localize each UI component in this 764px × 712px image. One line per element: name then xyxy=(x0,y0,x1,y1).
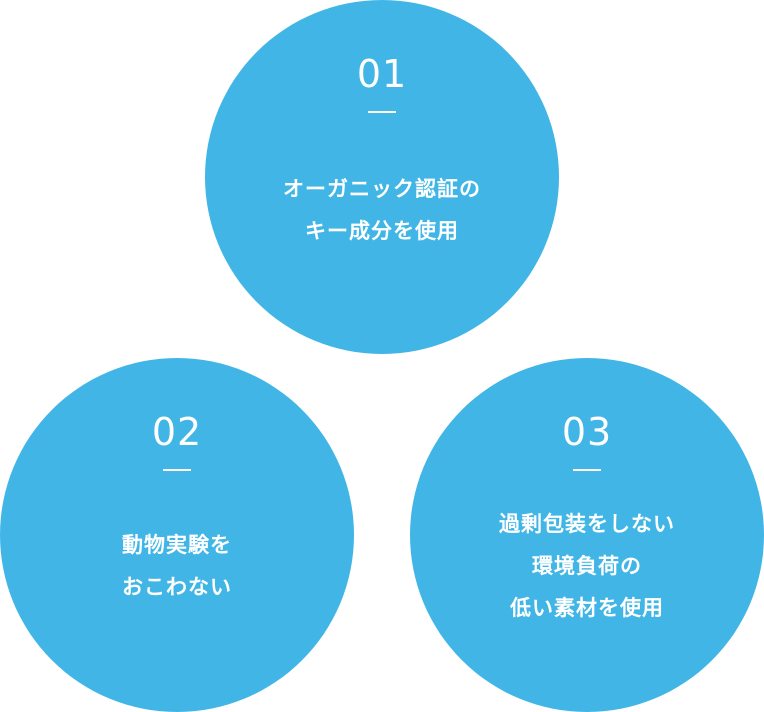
feature-text: 動物実験を おこわない xyxy=(0,524,354,608)
divider xyxy=(368,111,396,113)
divider xyxy=(573,469,601,471)
divider xyxy=(163,469,191,471)
feature-circle-01: 01 オーガニック認証の キー成分を使用 xyxy=(205,0,559,354)
feature-line: 環境負荷の xyxy=(532,554,642,578)
feature-circle-02: 02 動物実験を おこわない xyxy=(0,358,354,712)
feature-circle-03: 03 過剰包装をしない 環境負荷の 低い素材を使用 xyxy=(410,358,764,712)
feature-line: 過剰包装をしない xyxy=(499,512,675,536)
feature-number: 01 xyxy=(356,52,408,96)
feature-text: 過剰包装をしない 環境負荷の 低い素材を使用 xyxy=(410,503,764,629)
feature-line: 低い素材を使用 xyxy=(510,596,664,620)
feature-number: 03 xyxy=(561,410,613,454)
feature-line: 動物実験を xyxy=(122,533,232,557)
feature-number: 02 xyxy=(151,410,203,454)
feature-line: キー成分を使用 xyxy=(305,219,459,243)
feature-line: おこわない xyxy=(122,575,232,599)
feature-line: オーガニック認証の xyxy=(283,177,481,201)
feature-text: オーガニック認証の キー成分を使用 xyxy=(205,168,559,252)
